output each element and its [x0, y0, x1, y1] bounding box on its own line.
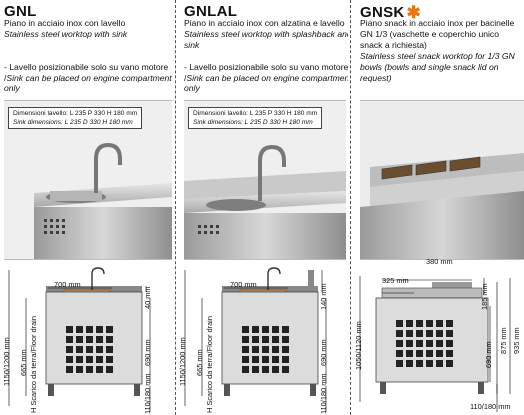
product-description: Piano snack in acciaio inox per bacinell… — [360, 18, 520, 84]
snack-photo-illustration — [360, 101, 524, 259]
product-gnsk: GNSK✱ Piano snack in acciaio inox per ba… — [352, 0, 524, 415]
dim-height: 1150/1200 mm — [178, 337, 187, 386]
dim-body: 690 mm — [143, 339, 152, 366]
product-code: GNLAL — [184, 3, 238, 20]
dim-top: 140 mm — [319, 283, 328, 310]
dim-inner: 325 mm — [382, 276, 409, 285]
sink-dimensions-it: Dimensioni lavello: L 235 P 330 H 180 mm — [13, 110, 138, 117]
drawing-svg — [8, 267, 151, 412]
description-it: Piano in acciaio inox con alzatina e lav… — [184, 18, 345, 28]
dim-body: 690 mm — [484, 341, 493, 368]
dim-feet: 110/180 mm — [319, 373, 328, 414]
product-note: - Lavello posizionabile solo su vano mot… — [184, 62, 348, 94]
product-gnl: GNL Piano in acciaio inox con lavello St… — [0, 0, 174, 415]
note-en: Sink can be placed on engine compartment… — [4, 72, 172, 94]
product-note: - Lavello posizionabile solo su vano mot… — [4, 62, 172, 94]
sink-dimensions-en: Sink dimensions: L 235 D 330 H 180 mm — [13, 119, 133, 126]
product-code-row: GNSK✱ — [360, 3, 421, 23]
description-en: Stainless steel snack worktop for 1/3 GN… — [360, 51, 515, 83]
product-photo: Dimensioni lavello: L 235 P 330 H 180 mm… — [184, 100, 346, 260]
product-code: GNSK — [360, 4, 405, 21]
dim-body: 690 mm — [319, 339, 328, 366]
sink-dimensions-it: Dimensioni lavello: L 235 P 330 H 180 mm — [193, 110, 318, 117]
dim-top: 40 mm — [143, 286, 152, 309]
product-photo — [360, 100, 524, 260]
dim-mid: 875 mm — [499, 327, 508, 354]
note-en: Sink can be placed on engine compartment… — [184, 72, 348, 94]
dim-height: 1150/1200 mm — [2, 337, 11, 386]
technical-drawing: 700 mm 140 mm 1150/1200 mm 665 mm H Scar… — [176, 266, 348, 415]
dim-width: 700 mm — [230, 280, 257, 289]
dim-drain-label: H Scarico da terra/Floor drain — [29, 316, 38, 413]
dim-feet: 110/180 mm — [143, 373, 152, 414]
technical-drawing: 700 mm 40 mm 1150/1200 mm 665 mm H Scari… — [0, 266, 174, 415]
column-divider — [350, 0, 351, 415]
product-gnlal: GNLAL Piano in acciaio inox con alzatina… — [176, 0, 348, 415]
dim-width: 700 mm — [54, 280, 81, 289]
dim-width: 380 mm — [426, 257, 453, 266]
dim-height: 1050/1120 mm — [354, 321, 363, 370]
drawing-svg — [359, 276, 511, 412]
sink-dimensions-en: Sink dimensions: L 235 D 330 H 180 mm — [193, 119, 313, 126]
dim-total: 935 mm — [512, 327, 521, 354]
drawing-svg — [184, 267, 327, 412]
sink-dimensions-box: Dimensioni lavello: L 235 P 330 H 180 mm… — [8, 107, 143, 129]
sink-dimensions-box: Dimensioni lavello: L 235 P 330 H 180 mm… — [188, 107, 323, 129]
description-it: Piano in acciaio inox con lavello — [4, 18, 126, 28]
note-it: - Lavello posizionabile solo su vano mot… — [4, 62, 169, 83]
note-it: - Lavello posizionabile solo su vano mot… — [184, 62, 348, 83]
column-divider — [175, 0, 176, 415]
dim-drain-label: H Scarico da terra/Floor drain — [205, 316, 214, 413]
description-en: Stainless steel worktop with splashback … — [184, 29, 348, 50]
product-description: Piano in acciaio inox con lavello Stainl… — [4, 18, 172, 40]
product-description: Piano in acciaio inox con alzatina e lav… — [184, 18, 348, 51]
product-photo: Dimensioni lavello: L 235 P 330 H 180 mm… — [4, 100, 172, 260]
dim-feet: 110/180 mm — [470, 402, 511, 411]
dim-top: 185 mm — [480, 283, 489, 310]
description-it: Piano snack in acciaio inox per bacinell… — [360, 18, 515, 50]
star-icon: ✱ — [406, 3, 422, 22]
dim-drain: 665 mm — [195, 349, 204, 376]
product-code: GNL — [4, 3, 37, 20]
technical-drawing: 380 mm 325 mm 185 mm 1050/1120 mm 690 mm… — [352, 257, 524, 415]
dim-drain: 665 mm — [19, 349, 28, 376]
description-en: Stainless steel worktop with sink — [4, 29, 128, 39]
